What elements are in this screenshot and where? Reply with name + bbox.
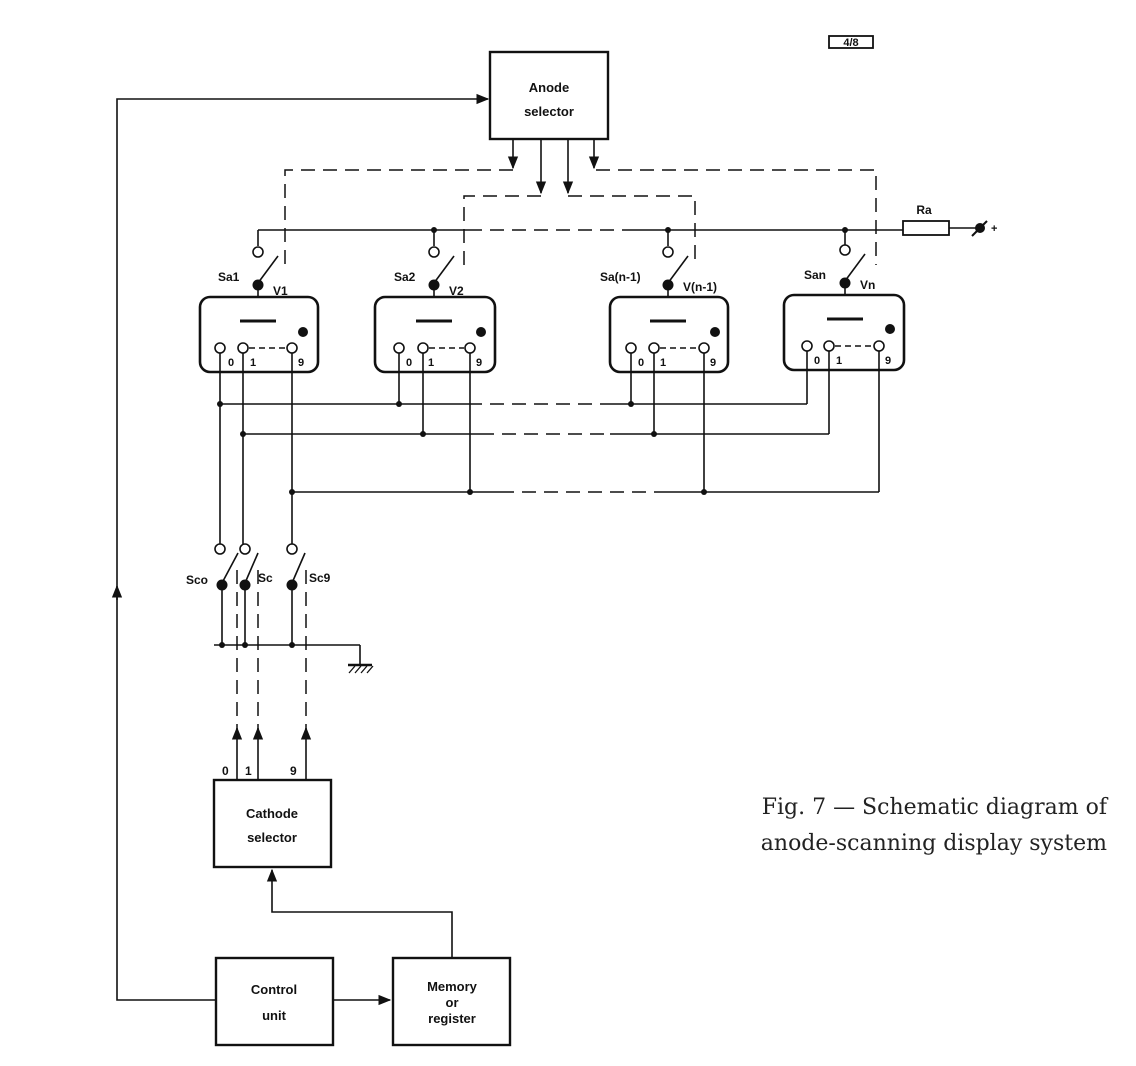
svg-text:Anode: Anode: [529, 80, 569, 95]
svg-text:0: 0: [638, 357, 644, 369]
cathode-switch-sc9: Sc9: [286, 543, 331, 645]
memory-register-block: Memory or register: [391, 956, 512, 1047]
svg-text:9: 9: [298, 357, 304, 369]
cathode-bus-0: [217, 351, 808, 544]
memory-to-cathode-line: [266, 868, 453, 958]
figure-caption: Fig. 7 — Schematic diagram of anode-scan…: [761, 795, 1109, 856]
cathode-bus-1: [240, 351, 830, 544]
svg-text:1: 1: [428, 357, 434, 369]
anode-selector-outputs: [507, 139, 600, 195]
svg-text:1: 1: [250, 357, 256, 369]
svg-text:9: 9: [476, 357, 482, 369]
svg-text:0: 0: [228, 357, 234, 369]
control-feedback-line: [111, 93, 490, 1001]
tube-v1-label: V1: [273, 284, 288, 298]
cathode-bus-9: [289, 351, 880, 544]
svg-text:9: 9: [710, 357, 716, 369]
svg-text:4/8: 4/8: [843, 37, 858, 49]
svg-text:Sc9: Sc9: [309, 571, 331, 585]
svg-text:unit: unit: [262, 1008, 286, 1023]
tube-vn-1-label: V(n-1): [683, 280, 717, 294]
svg-text:Sco: Sco: [186, 573, 208, 587]
switch-sa1-label: Sa1: [218, 270, 240, 284]
switch-san-label: San: [804, 268, 826, 282]
svg-text:9: 9: [290, 764, 297, 778]
cathode-selector-outputs: 0 1 9: [222, 726, 312, 780]
svg-text:Fig. 7 — Schematic diagram of: Fig. 7 — Schematic diagram of: [762, 795, 1109, 820]
cathode-switch-sco: Sco: [186, 543, 239, 645]
anode-bus: [257, 227, 903, 246]
svg-text:anode-scanning display system: anode-scanning display system: [761, 831, 1107, 856]
switch-sa2-label: Sa2: [394, 270, 416, 284]
tube-vn-1: Sa(n-1) V(n-1) 0 1 9: [600, 246, 730, 374]
svg-text:Ra: Ra: [916, 203, 932, 217]
svg-text:+: +: [991, 223, 997, 235]
svg-text:Control: Control: [251, 982, 297, 997]
svg-text:Cathode: Cathode: [246, 806, 298, 821]
tube-vn-label: Vn: [860, 278, 875, 292]
svg-text:0: 0: [814, 355, 820, 367]
svg-text:Memory: Memory: [427, 979, 478, 994]
cathode-control-dashed-links: [236, 570, 307, 732]
tube-v2-label: V2: [449, 284, 464, 298]
svg-text:9: 9: [885, 355, 891, 367]
anode-selector-block: Anode selector: [488, 50, 610, 141]
tube-v2: Sa2 V2 0 1 9: [373, 246, 497, 374]
svg-text:1: 1: [245, 764, 252, 778]
svg-text:or: or: [446, 995, 459, 1010]
tube-vn: San Vn 0 1 9: [782, 244, 906, 372]
svg-text:1: 1: [836, 355, 842, 367]
ground-bus: [214, 642, 374, 674]
resistor-ra: Ra +: [902, 203, 997, 237]
cathode-selector-block: Cathode selector: [212, 778, 333, 869]
control-unit-block: Control unit: [214, 956, 335, 1047]
anode-control-dashed-links: [284, 169, 877, 270]
svg-text:0: 0: [406, 357, 412, 369]
page-tag: 4/8: [828, 35, 874, 49]
svg-text:1: 1: [660, 357, 666, 369]
switch-san-1-label: Sa(n-1): [600, 270, 641, 284]
svg-text:selector: selector: [524, 104, 574, 119]
cathode-switch-sc: Sc: [239, 543, 273, 645]
svg-text:Sc: Sc: [258, 571, 273, 585]
svg-text:0: 0: [222, 764, 229, 778]
svg-text:selector: selector: [247, 830, 297, 845]
tube-v1: Sa1 V1 0 1 9: [198, 246, 320, 374]
svg-text:register: register: [428, 1011, 476, 1026]
